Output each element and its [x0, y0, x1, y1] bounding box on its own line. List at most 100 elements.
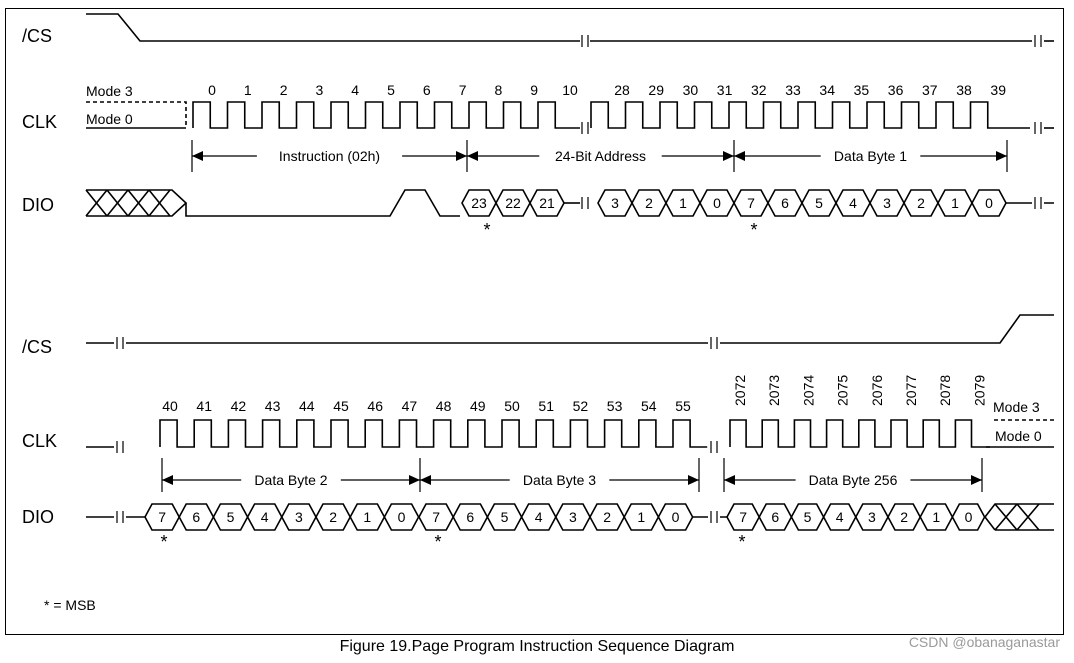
- dio-bottom-byte-2-bit: 6: [192, 509, 200, 525]
- dio-top-data-bit: 7: [747, 195, 755, 211]
- signal-label-dio-top: DIO: [22, 195, 54, 215]
- clk-number-top: 6: [423, 82, 431, 98]
- clk-bottom-wave-b: [729, 419, 990, 448]
- arrow-head: [409, 475, 420, 485]
- clk-number-top: 7: [459, 82, 467, 98]
- signal-label-dio-bottom: DIO: [22, 507, 54, 527]
- clk-number-top: 38: [956, 82, 972, 98]
- clk-number-bottom: 49: [470, 398, 486, 414]
- clk-number-bottom: 43: [265, 398, 281, 414]
- dio-bottom-byte-3-bit: 4: [535, 509, 543, 525]
- signal-label-cs-bottom: /CS: [22, 337, 52, 357]
- clk-number-top: 32: [751, 82, 767, 98]
- clk-number-bottom: 2076: [869, 375, 885, 406]
- clk-number-bottom: 53: [607, 398, 623, 414]
- break-mark: [116, 441, 124, 453]
- interval-data-byte-256-label: Data Byte 256: [809, 472, 898, 488]
- msb-marker: *: [483, 220, 490, 240]
- clk-number-bottom: 2072: [732, 375, 748, 406]
- clk-number-bottom: 48: [436, 398, 452, 414]
- break-mark: [710, 441, 718, 453]
- clk-number-top: 9: [530, 82, 538, 98]
- mode0-label-bottom: Mode 0: [995, 428, 1042, 444]
- dio-bottom-byte-256-bit: 3: [868, 509, 876, 525]
- clk-number-top: 30: [683, 82, 699, 98]
- dio-bottom-byte-2-bit: 2: [329, 509, 337, 525]
- dio-bottom-byte-2-bit: 0: [398, 509, 406, 525]
- arrow-head: [467, 151, 478, 161]
- dio-dontcare-x: [127, 189, 150, 217]
- figure-caption: Figure 19.Page Program Instruction Seque…: [339, 638, 735, 655]
- clk-number-top: 31: [717, 82, 733, 98]
- break-mark: [581, 35, 589, 47]
- clk-number-top: 2: [280, 82, 288, 98]
- dio-bottom-byte-256-bit: 5: [804, 509, 812, 525]
- clk-number-top: 10: [562, 82, 578, 98]
- clk-number-top: 36: [888, 82, 904, 98]
- interval-data-byte-3-label: Data Byte 3: [523, 472, 596, 488]
- dio-bottom-byte-2-bit: 3: [295, 509, 303, 525]
- interval-data-byte-1-label: Data Byte 1: [834, 148, 907, 164]
- clk-number-bottom: 2075: [835, 375, 851, 406]
- dio-bottom-byte-3-bit: 0: [672, 509, 680, 525]
- clk-number-bottom: 54: [641, 398, 657, 414]
- dio-bottom-byte-2-bit: 1: [363, 509, 371, 525]
- mode0-label-top: Mode 0: [86, 111, 133, 127]
- dio-bottom-byte-256-bit: 4: [836, 509, 844, 525]
- arrow-head: [162, 475, 173, 485]
- break-mark: [581, 197, 589, 209]
- cs-bottom-wave: [86, 314, 1054, 344]
- dio-bottom-byte-3-bit: 7: [432, 509, 440, 525]
- clk-number-bottom: 46: [367, 398, 383, 414]
- break-mark: [710, 337, 718, 349]
- break-mark: [116, 337, 124, 349]
- clk-number-bottom: 42: [231, 398, 247, 414]
- clk-top-wave-b: [590, 101, 1030, 129]
- clk-number-bottom: 51: [538, 398, 554, 414]
- clk-number-top: 3: [316, 82, 324, 98]
- dio-dontcare-x: [148, 189, 171, 217]
- clk-number-top: 0: [208, 82, 216, 98]
- dio-dontcare-box: [86, 189, 188, 217]
- dio-top-data-bit: 1: [951, 195, 959, 211]
- clk-number-top: 37: [922, 82, 938, 98]
- break-mark: [710, 511, 718, 523]
- arrow-head: [688, 475, 699, 485]
- msb-legend: * = MSB: [44, 597, 96, 613]
- clk-number-top: 5: [387, 82, 395, 98]
- dio-top-data-bit: 3: [883, 195, 891, 211]
- dio-bottom-byte-256-bit: 6: [771, 509, 779, 525]
- arrow-head: [456, 151, 467, 161]
- mode3-label-top: Mode 3: [86, 83, 133, 99]
- arrow-head: [420, 475, 431, 485]
- interval-data-byte-2-label: Data Byte 2: [254, 472, 327, 488]
- dio-bottom-byte-2-bit: 4: [261, 509, 269, 525]
- clk-number-bottom: 47: [402, 398, 418, 414]
- clk-number-top: 4: [351, 82, 359, 98]
- dio-bottom-byte-2-bit: 5: [227, 509, 235, 525]
- msb-marker: *: [434, 532, 441, 552]
- cs-top-wave: [86, 13, 580, 42]
- clk-mode3-dashed: [86, 101, 187, 128]
- clk-number-top: 29: [648, 82, 664, 98]
- signal-label-clk-bottom: CLK: [22, 431, 57, 451]
- clk-number-bottom: 2074: [800, 375, 816, 406]
- clk-top-wave-a: [192, 101, 580, 129]
- dio-top-address-low-bit: 0: [713, 195, 721, 211]
- clk-number-bottom: 41: [196, 398, 212, 414]
- clk-number-top: 8: [495, 82, 503, 98]
- interval-ticks-bottom: [161, 458, 983, 492]
- break-mark: [1034, 35, 1042, 47]
- clk-number-top: 1: [244, 82, 252, 98]
- dio-bottom-dontcare-x: [994, 503, 1040, 531]
- dio-bottom-byte-3-bit: 2: [603, 509, 611, 525]
- dio-top-address-high-bit: 21: [539, 195, 555, 211]
- msb-marker: *: [160, 532, 167, 552]
- dio-bottom-byte-2-bit: 7: [158, 509, 166, 525]
- signal-label-cs-top: /CS: [22, 26, 52, 46]
- dio-top-address-low-bit: 3: [611, 195, 619, 211]
- dio-top-data-bit: 5: [815, 195, 823, 211]
- interval-address-label: 24-Bit Address: [555, 148, 646, 164]
- arrow-head: [192, 151, 203, 161]
